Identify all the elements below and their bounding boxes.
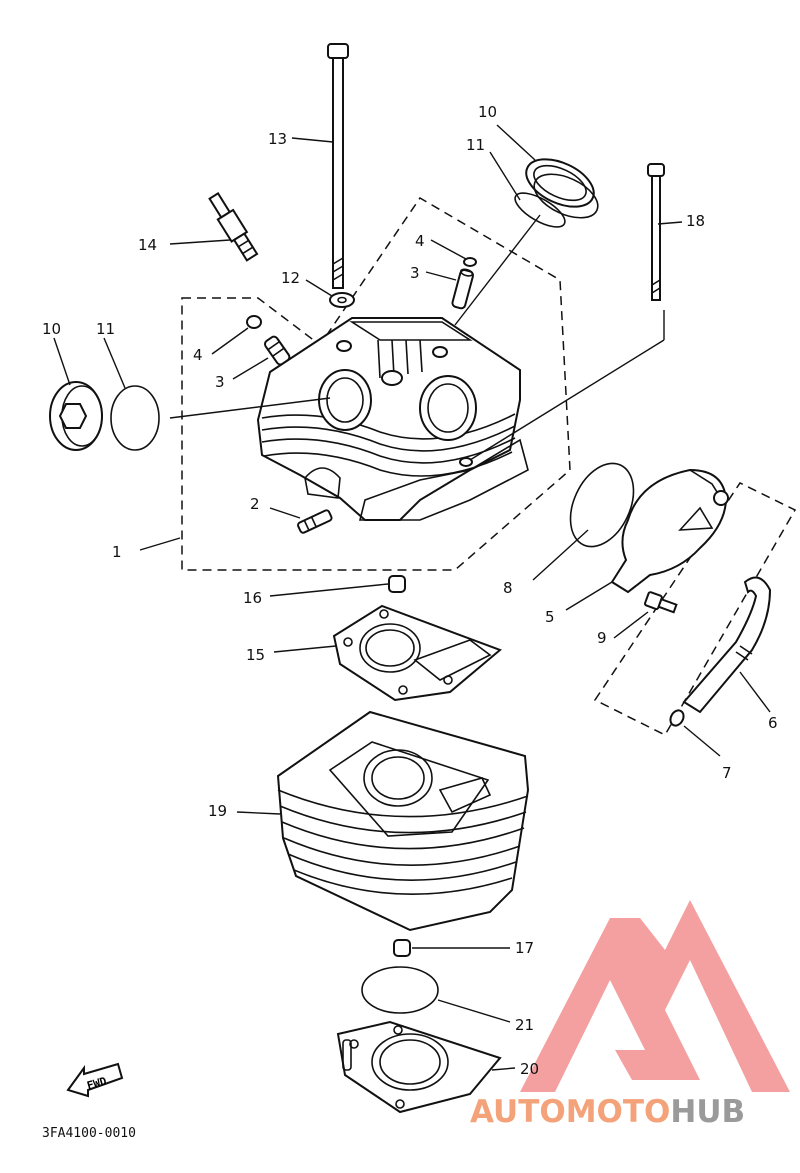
callout-12: 12 [281,269,300,287]
callout-labels: 1 2 3 3 4 4 5 6 7 8 9 10 10 11 11 12 13 … [42,103,778,1078]
callout-7: 7 [722,764,732,782]
o-ring-11-left [110,385,160,451]
callout-9: 9 [597,629,607,647]
callout-10-top: 10 [478,103,497,121]
washer-12 [329,292,355,308]
breather-hose-6 [682,576,772,714]
callout-11-left: 11 [96,320,115,338]
valve-4-left [246,315,262,329]
gasket-8 [569,462,635,548]
watermark-automoto: AUTOMOTO [470,1094,670,1130]
callout-19: 19 [208,802,227,820]
valve-4-right [463,257,477,267]
spark-plug-14 [208,192,259,262]
callout-3-right: 3 [410,264,420,282]
cylinder-19 [276,710,530,932]
bolt-18 [647,163,665,301]
head-gasket-15 [332,604,502,702]
callout-2: 2 [250,495,260,513]
watermark-logo [520,900,790,1092]
watermark-text: AUTOMOTOHUB [470,1094,745,1130]
callout-21: 21 [515,1016,534,1034]
drawing-code: 3FA4100-0010 [42,1126,136,1141]
callout-16: 16 [243,589,262,607]
stud-bolt-13 [327,43,349,289]
callout-11-top: 11 [466,136,485,154]
callout-20: 20 [520,1060,539,1078]
o-ring-11-top [514,192,566,228]
tappet-cover-10-top [525,158,599,219]
dowel-17 [393,939,411,957]
callout-10-left: 10 [42,320,61,338]
callout-14: 14 [138,236,157,254]
guide-3-left [263,335,291,366]
callout-18: 18 [686,212,705,230]
callout-8: 8 [503,579,513,597]
bolt-9 [644,591,678,614]
breather-cover-5 [610,468,729,594]
cylinder-head-1 [256,317,529,521]
callout-17: 17 [515,939,534,957]
guide-3-right [451,268,475,310]
leader-lines [53,124,771,1071]
callout-3-left: 3 [215,373,225,391]
tappet-cover-10-left [49,381,103,451]
watermark-hub: HUB [670,1094,745,1130]
forward-direction-arrow: FWD [66,1062,124,1098]
callout-6: 6 [768,714,778,732]
clip-7 [669,709,685,727]
stud-2 [297,509,333,534]
o-ring-21 [361,966,439,1014]
dowel-16 [388,575,406,593]
svg-text:AUTOMOTOHUB: AUTOMOTOHUB [470,1094,745,1130]
base-gasket-20 [336,1020,502,1114]
callout-15: 15 [246,646,265,664]
callout-4-right: 4 [415,232,425,250]
callout-4-left: 4 [193,346,203,364]
callout-13: 13 [268,130,287,148]
callout-1: 1 [112,543,122,561]
fwd-label: FWD [85,1074,108,1092]
callout-5: 5 [545,608,555,626]
